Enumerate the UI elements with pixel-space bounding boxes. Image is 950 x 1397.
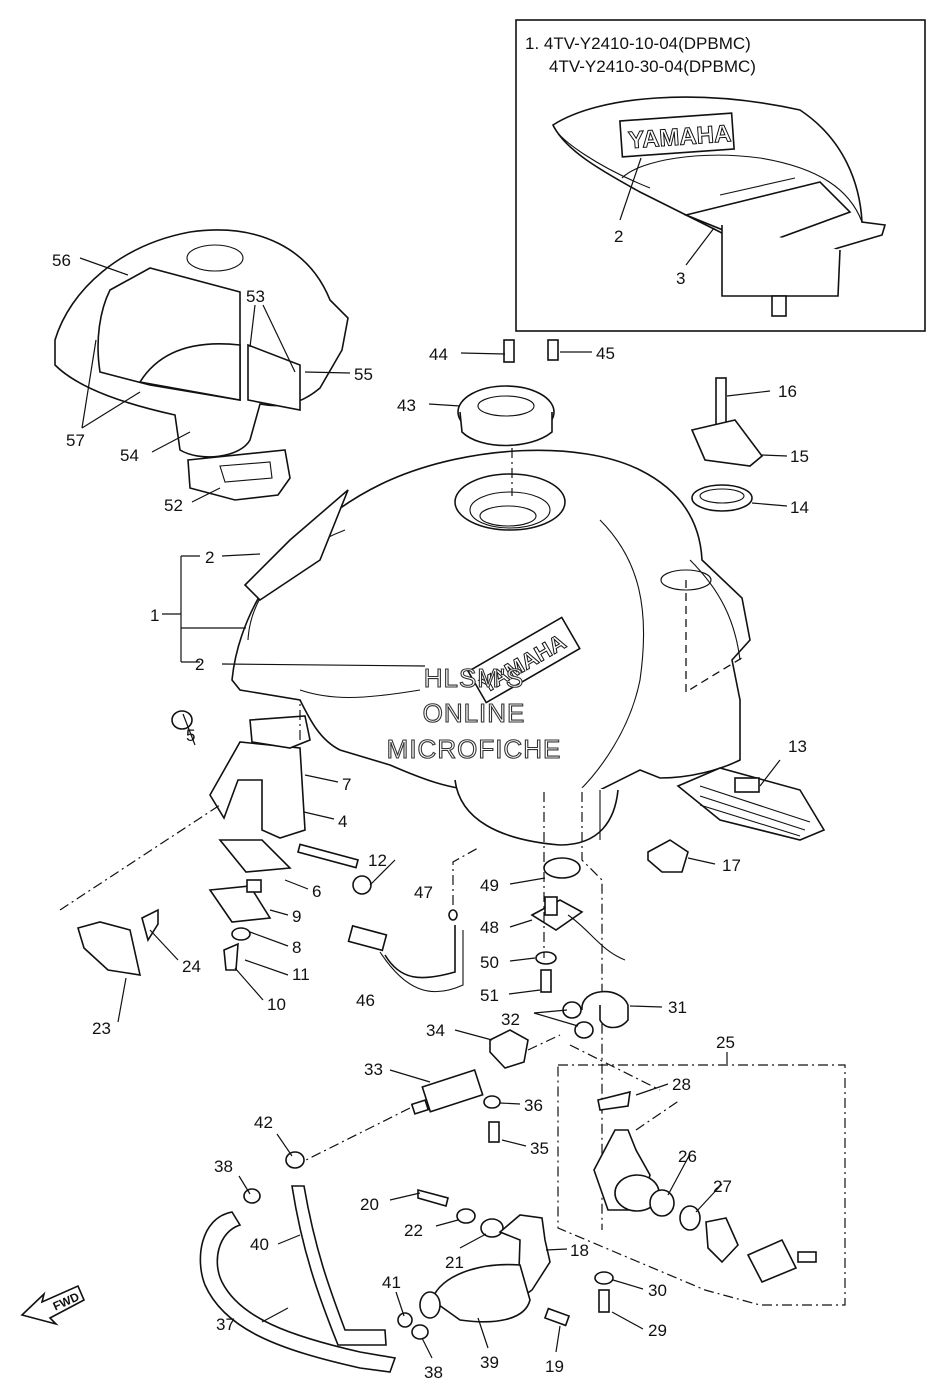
callout-1: 1 (150, 606, 159, 625)
callout-51: 51 (480, 986, 499, 1005)
callout-28: 28 (672, 1075, 691, 1094)
callout-7: 7 (342, 775, 351, 794)
callout-26: 26 (678, 1147, 697, 1166)
callout-36: 36 (524, 1096, 543, 1115)
callout-42: 42 (254, 1113, 273, 1132)
callout-15: 15 (790, 447, 809, 466)
watermark-line-2: ONLINE (423, 698, 526, 728)
callout-34: 34 (426, 1021, 445, 1040)
callout-43: 43 (397, 396, 416, 415)
callout-23: 23 (92, 1019, 111, 1038)
fuel-hoses (199, 1151, 429, 1373)
callout-6: 6 (312, 882, 321, 901)
watermark-line-3: MICROFICHE (387, 734, 562, 764)
callout-4: 4 (338, 812, 347, 831)
callout-9: 9 (292, 907, 301, 926)
callout-20: 20 (360, 1195, 379, 1214)
callout-24: 24 (182, 957, 201, 976)
fuel-cap (457, 339, 559, 447)
petcock-assembly (593, 1090, 817, 1284)
fuel-pump-parts (417, 1188, 571, 1327)
callout-53: 53 (246, 287, 265, 306)
callout-29: 29 (648, 1321, 667, 1340)
callout-30: 30 (648, 1281, 667, 1300)
callout-49: 49 (480, 876, 499, 895)
callout-2-lower: 2 (195, 655, 204, 674)
callout-38-upper: 38 (214, 1157, 233, 1176)
callout-54: 54 (120, 446, 139, 465)
callout-8: 8 (292, 938, 301, 957)
inset-part-number-2: 4TV-Y2410-30-04(DPBMC) (549, 57, 756, 76)
rear-mount-parts (690, 377, 764, 512)
forward-arrow-icon: FWD (20, 1284, 86, 1326)
rubber-pads (647, 767, 826, 873)
callout-27: 27 (713, 1177, 732, 1196)
callout-38-lower: 38 (424, 1363, 443, 1382)
callout-25: 25 (716, 1033, 735, 1052)
inset-label-2: 2 (614, 227, 623, 246)
watermark: HLSM'S ONLINE MICROFICHE (386, 662, 562, 764)
inset-label-3: 3 (676, 269, 685, 288)
callout-41: 41 (382, 1273, 401, 1292)
callout-40: 40 (250, 1235, 269, 1254)
callout-21: 21 (445, 1253, 464, 1272)
callout-labels: 1 2 2 4 5 6 7 8 9 10 11 12 13 14 15 16 1… (52, 251, 809, 1382)
callout-13: 13 (788, 737, 807, 756)
callout-31: 31 (668, 998, 687, 1017)
callout-44: 44 (429, 345, 448, 364)
callout-55: 55 (354, 365, 373, 384)
fuel-tank-body: YAMAHA (231, 449, 751, 846)
callout-39: 39 (480, 1353, 499, 1372)
callout-37: 37 (216, 1315, 235, 1334)
callout-50: 50 (480, 953, 499, 972)
callout-35: 35 (530, 1139, 549, 1158)
callout-5: 5 (186, 726, 195, 745)
watermark-line-1: HLSM'S (424, 663, 525, 693)
callout-16: 16 (778, 382, 797, 401)
callout-32: 32 (501, 1010, 520, 1029)
inset-tank-drawing: YAMAHA (551, 96, 887, 317)
callout-12: 12 (368, 851, 387, 870)
callout-45: 45 (596, 344, 615, 363)
callout-46: 46 (356, 991, 375, 1010)
callout-14: 14 (790, 498, 809, 517)
callout-18: 18 (570, 1241, 589, 1260)
inset-part-number-1: 1. 4TV-Y2410-10-04(DPBMC) (525, 34, 751, 53)
tank-cover-assembly (54, 229, 349, 501)
callout-33: 33 (364, 1060, 383, 1079)
callout-22: 22 (404, 1221, 423, 1240)
callout-2-upper: 2 (205, 548, 214, 567)
callout-52: 52 (164, 496, 183, 515)
mounting-brackets (76, 710, 372, 976)
fuel-sender-parts (530, 857, 626, 993)
callout-47: 47 (414, 883, 433, 902)
callout-57: 57 (66, 431, 85, 450)
callout-56: 56 (52, 251, 71, 270)
callout-10: 10 (267, 995, 286, 1014)
callout-48: 48 (480, 918, 499, 937)
callout-11: 11 (292, 965, 310, 984)
callout-17: 17 (722, 856, 741, 875)
fuel-filter (410, 1068, 501, 1143)
callout-19: 19 (545, 1357, 564, 1376)
inset-panel: 1. 4TV-Y2410-10-04(DPBMC) 4TV-Y2410-30-0… (515, 19, 926, 332)
